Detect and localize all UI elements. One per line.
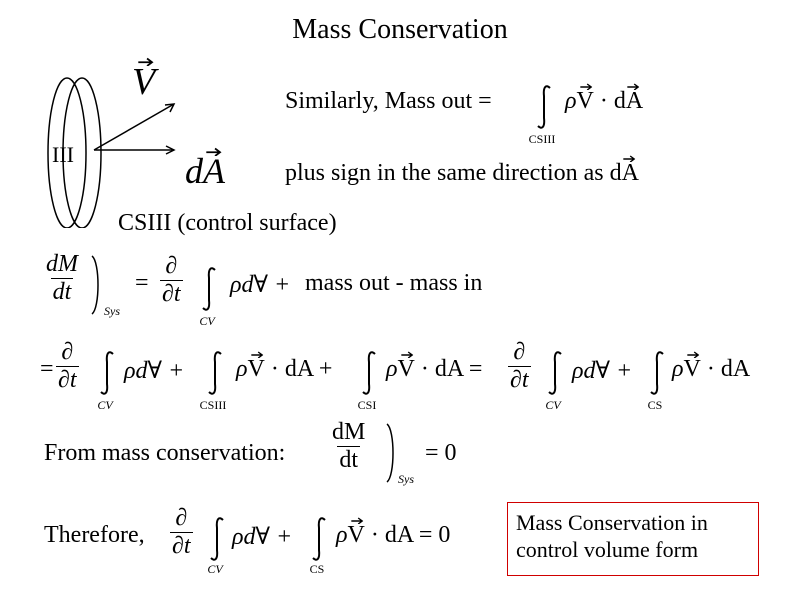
expanded-lead-equals: = [40,356,54,382]
integral-sub-csiii: CSIII [528,132,556,146]
conservation-prefix: From mass conservation: [44,440,286,466]
evaluation-bracket [386,423,394,483]
system-partial-fraction: ∂∂t [160,253,183,308]
integral-sign [358,350,380,396]
vector-arrow-icon [401,350,413,358]
velocity-arrow-line [93,103,175,151]
integral-sub-cs: CS [647,398,663,412]
vector-arrow-icon [580,82,592,90]
therefore-prefix: Therefore, [44,522,145,548]
control-volume-diagram [47,77,176,228]
system-equals: = [135,270,149,296]
integral-sub-csiii-2: CSIII [199,398,227,412]
integral-sub-cv-2: CV [545,398,561,412]
integral-sub-cv-3: CV [207,562,223,576]
system-integrand: ρd∀ + [230,272,291,298]
conservation-tail: = 0 [425,440,457,466]
vector-arrow-icon [687,350,699,358]
therefore-partial: ∂∂t [170,505,193,560]
vector-arrow-icon [205,146,223,156]
region-label: III [52,142,74,167]
evaluation-bracket [91,255,99,315]
vector-arrow-icon [251,350,263,358]
control-volume-note-box: Mass Conservation in control volume form [507,502,759,576]
integral-sign [544,350,566,396]
plus-sign-note: plus sign in the same direction as dA [285,160,639,187]
integral-sign [204,350,226,396]
integral-sub-cs-2: CS [309,562,325,576]
area-arrow-head [165,145,176,155]
integral-sign [646,350,668,396]
conservation-subscript: Sys [398,472,414,486]
integral-sub-cv-1: CV [97,398,113,412]
integral-sub-cv: CV [199,314,215,328]
control-surface-label: CSIII (control surface) [118,210,337,236]
velocity-label: V [132,60,155,104]
system-subscript: Sys [104,304,120,318]
integral-sub-csi: CSI [357,398,377,412]
note-line-2: control volume form [516,537,699,562]
expanded-term-4: ρd∀ + [572,358,633,384]
integral-sign [308,516,330,562]
vector-arrow-icon [136,56,154,66]
integral-sign [198,266,220,312]
system-tail: mass out - mass in [305,270,483,296]
integral-sign [533,84,555,130]
vector-arrow-icon [623,154,635,162]
mass-out-prefix: Similarly, Mass out = [285,88,492,114]
expanded-partial-1: ∂∂t [56,339,79,394]
expanded-partial-2: ∂∂t [508,339,531,394]
expanded-term-1: ρd∀ + [124,358,185,384]
therefore-term-1: ρd∀ + [232,524,293,550]
note-line-1: Mass Conservation in [516,510,708,535]
integral-sign [206,516,228,562]
cylinder-back-ellipse [47,77,87,228]
velocity-arrow-head [164,103,176,113]
vector-arrow-icon [627,82,639,90]
cylinder-front-ellipse [62,77,102,228]
vector-arrow-icon [351,516,363,524]
slide-title: Mass Conservation [292,14,508,45]
integral-sign [96,350,118,396]
area-label: dA [185,150,225,192]
